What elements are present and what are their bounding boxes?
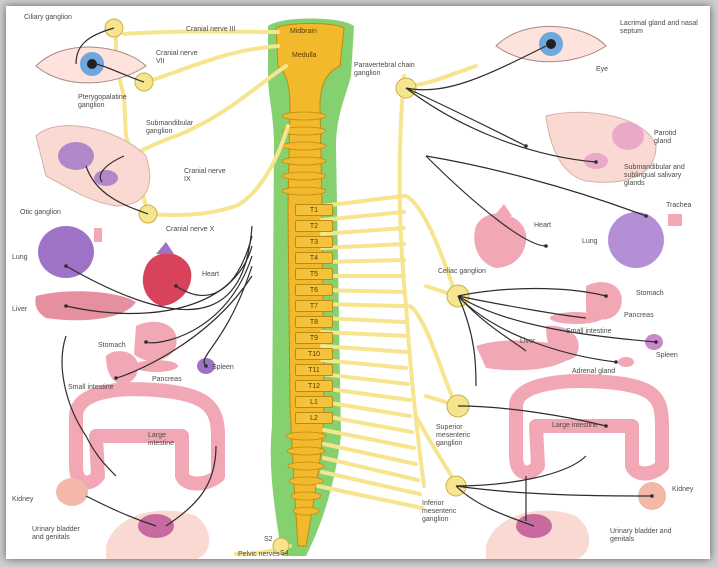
label-liver-left: Liver — [12, 306, 27, 314]
label-submandibular-ganglion: Submandibular ganglion — [146, 120, 210, 136]
label-urinary-left: Urinary bladder and genitals — [32, 526, 90, 542]
label-celiac-ganglion: Celiac ganglion — [438, 268, 486, 276]
segment-t6: T6 — [295, 284, 333, 296]
label-liver-right: Liver — [520, 338, 535, 346]
left-parotid — [58, 142, 94, 170]
label-kidney-right: Kidney — [672, 486, 693, 494]
left-pancreas — [134, 360, 178, 372]
segment-t12: T12 — [295, 380, 333, 392]
diagram-frame: Midbrain Medulla T1 T2 T3 T4 T5 T6 T7 T8… — [6, 6, 710, 559]
label-stomach-right: Stomach — [636, 290, 664, 298]
label-superior-mesenteric-ganglion: Superior mesenteric ganglion — [436, 424, 492, 448]
label-lung-right: Lung — [582, 238, 598, 246]
segment-l1: L1 — [295, 396, 333, 408]
label-inferior-mesenteric-ganglion: Inferior mesenteric ganglion — [422, 500, 478, 524]
label-pancreas-right: Pancreas — [624, 312, 654, 320]
label-cranial-nerve-ix: Cranial nerve IX — [184, 168, 228, 184]
cranial-nerves — [116, 32, 290, 555]
segment-l2: L2 — [295, 412, 333, 424]
segment-t3: T3 — [295, 236, 333, 248]
label-pelvic-nerves: Pelvic nerves — [238, 551, 280, 559]
segment-t5: T5 — [295, 268, 333, 280]
label-small-intestine-left: Small intestine — [68, 384, 114, 392]
right-adrenal — [618, 357, 634, 367]
segment-t2: T2 — [295, 220, 333, 232]
label-stomach-left: Stomach — [98, 342, 126, 350]
right-parotid — [612, 122, 644, 150]
label-kidney-left: Kidney — [12, 496, 33, 504]
right-eye — [496, 26, 606, 61]
label-trachea: Trachea — [666, 202, 691, 210]
label-pterygopalatine-ganglion: Pterygopalatine ganglion — [78, 94, 138, 110]
segment-t8: T8 — [295, 316, 333, 328]
left-liver — [35, 291, 136, 320]
left-small-intestine — [106, 351, 138, 384]
label-adrenal-gland: Adrenal gland — [572, 368, 615, 376]
label-spleen-right: Spleen — [656, 352, 678, 360]
left-kidney — [56, 478, 88, 506]
segment-t9: T9 — [295, 332, 333, 344]
label-spleen-left: Spleen — [212, 364, 234, 372]
left-stomach — [134, 322, 177, 361]
segment-t1: T1 — [295, 204, 333, 216]
left-trachea — [94, 228, 102, 242]
label-paravertebral-chain-ganglion: Paravertebral chain ganglion — [354, 62, 424, 78]
segment-t11: T11 — [295, 364, 333, 376]
right-lung — [608, 212, 664, 268]
right-heart — [474, 204, 526, 268]
label-s4: S4 — [280, 550, 289, 558]
label-parotid-gland: Parotid gland — [654, 130, 690, 146]
segment-t10: T10 — [295, 348, 333, 360]
segment-t4: T4 — [295, 252, 333, 264]
label-heart-right: Heart — [534, 222, 551, 230]
midbrain-label: Midbrain — [290, 28, 317, 35]
left-eye — [36, 47, 146, 83]
label-heart-left: Heart — [202, 271, 219, 279]
left-submandibular — [94, 170, 118, 186]
medulla-label: Medulla — [292, 52, 317, 59]
label-small-intestine-right: Small intestine — [566, 328, 612, 336]
label-eye: Eye — [596, 66, 608, 74]
left-lung — [38, 226, 94, 278]
label-urinary-right: Urinary bladder and genitals — [610, 528, 674, 544]
label-ciliary-ganglion: Ciliary ganglion — [24, 14, 72, 22]
label-lacrimal-gland: Lacrimal gland and nasal septum — [620, 20, 700, 36]
label-lung-left: Lung — [12, 254, 28, 262]
label-large-intestine-left: Large intestine — [148, 432, 188, 448]
label-large-intestine-right: Large intestine — [552, 422, 598, 430]
left-large-intestine — [76, 389, 218, 483]
nervous-system-illustration — [6, 6, 710, 559]
left-heart — [143, 242, 191, 306]
label-cranial-nerve-iii: Cranial nerve III — [186, 26, 235, 34]
label-cranial-nerve-x: Cranial nerve X — [166, 226, 214, 234]
label-cranial-nerve-vii: Cranial nerve VII — [156, 50, 200, 66]
label-salivary-glands: Submandibular and sublingual salivary gl… — [624, 164, 700, 188]
label-s2: S2 — [264, 536, 273, 544]
segment-t7: T7 — [295, 300, 333, 312]
label-pancreas-left: Pancreas — [152, 376, 182, 384]
label-otic-ganglion: Otic ganglion — [20, 209, 61, 217]
right-trachea — [668, 214, 682, 226]
left-face — [36, 126, 150, 206]
